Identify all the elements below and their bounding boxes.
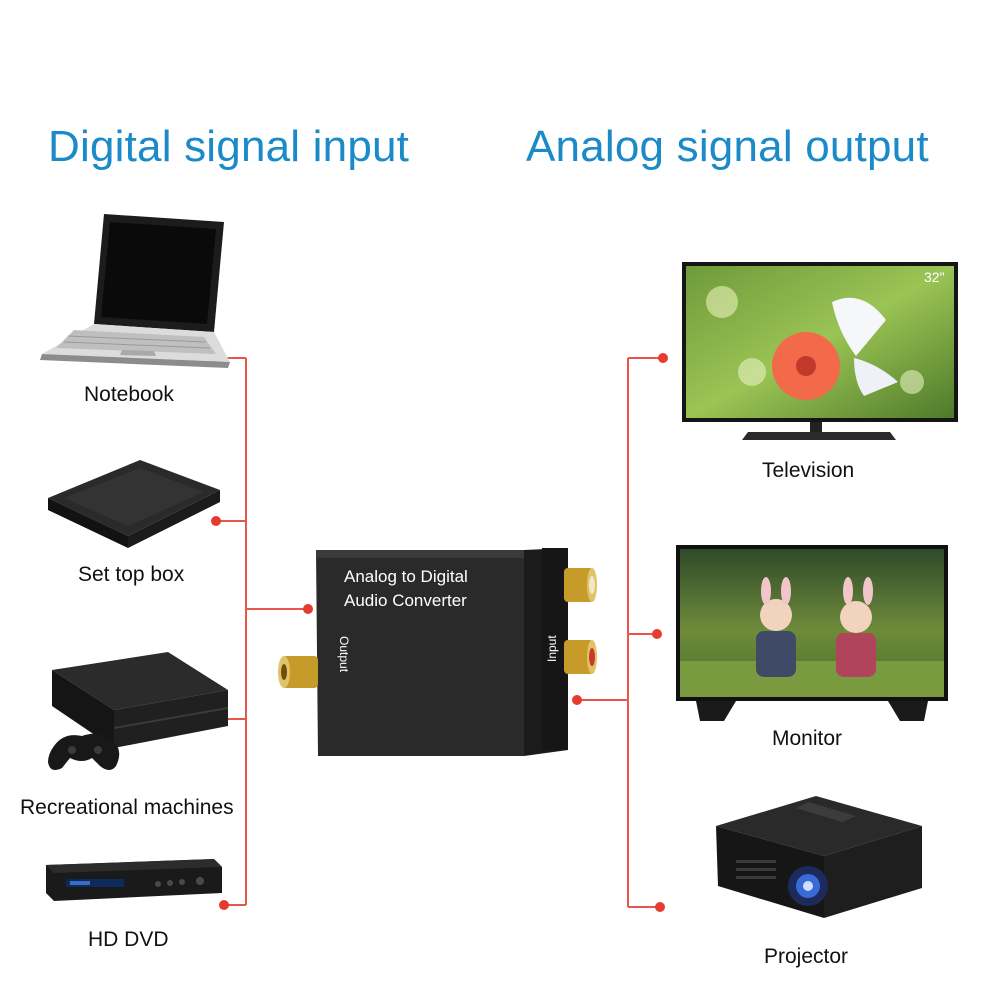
label-projector: Projector xyxy=(764,945,849,968)
converter-device: Analog to Digital Audio Converter Output… xyxy=(278,548,597,756)
converter-output-port-label: Output xyxy=(337,636,351,673)
dot-converter-left xyxy=(303,604,313,614)
television-icon: 32" xyxy=(682,262,958,440)
dot-projector xyxy=(655,902,665,912)
label-hd-dvd: HD DVD xyxy=(88,928,169,951)
converter-input-port-label: Input xyxy=(545,635,559,662)
label-monitor: Monitor xyxy=(772,727,843,750)
dot-monitor xyxy=(652,629,662,639)
label-notebook: Notebook xyxy=(84,383,174,406)
dot-tv xyxy=(658,353,668,363)
tv-size-badge: 32" xyxy=(924,269,945,285)
set-top-box-icon xyxy=(48,460,220,548)
dot-converter-right xyxy=(572,695,582,705)
monitor-icon xyxy=(676,545,948,721)
heading-analog-output: Analog signal output xyxy=(526,122,929,171)
projector-icon xyxy=(716,796,922,918)
label-recreational-machines: Recreational machines xyxy=(20,796,234,819)
label-television: Television xyxy=(762,459,855,482)
converter-title-line1: Analog to Digital xyxy=(344,567,468,586)
heading-digital-input: Digital signal input xyxy=(48,122,410,171)
notebook-icon xyxy=(40,214,230,368)
dot-settop xyxy=(211,516,221,526)
label-set-top-box: Set top box xyxy=(78,563,185,586)
dvd-player-icon xyxy=(46,859,222,901)
converter-title-line2: Audio Converter xyxy=(344,591,467,610)
game-console-icon xyxy=(48,652,229,770)
dot-dvd xyxy=(219,900,229,910)
